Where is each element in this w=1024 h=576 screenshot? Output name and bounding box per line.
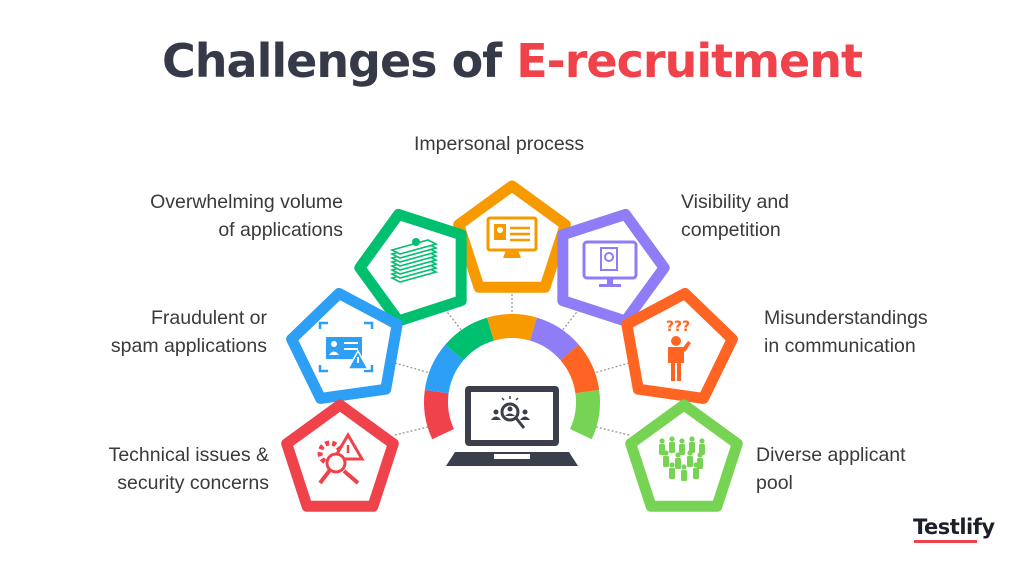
pentagon-frame bbox=[625, 399, 743, 512]
monitor-profile-icon bbox=[486, 216, 538, 258]
crowd-icon bbox=[659, 436, 705, 481]
challenge-pentagon bbox=[453, 180, 571, 293]
ring-segment bbox=[424, 344, 464, 394]
paper-stack-icon bbox=[389, 238, 439, 283]
id-card-warning-icon bbox=[318, 321, 374, 373]
svg-text:???: ??? bbox=[666, 319, 690, 335]
pentagon-frame bbox=[453, 180, 571, 293]
laptop-search-people-icon bbox=[446, 386, 578, 466]
title-accent: E-recruitment bbox=[516, 34, 863, 88]
page-title: Challenges of E-recruitment bbox=[0, 34, 1024, 88]
gear-wrench-warning-icon bbox=[317, 432, 365, 485]
monitor-resume-icon bbox=[582, 240, 638, 287]
ring-segment bbox=[530, 317, 579, 361]
center-ring bbox=[424, 314, 600, 440]
label-technical-issues: Technical issues &security concerns bbox=[108, 444, 269, 494]
confused-person-icon: ??? bbox=[666, 319, 691, 381]
testlify-logo: Testlify bbox=[913, 515, 995, 539]
ring-segment bbox=[570, 389, 600, 440]
challenge-pentagon bbox=[625, 399, 743, 512]
title-prefix: Challenges of bbox=[162, 34, 517, 88]
connector-lines bbox=[394, 290, 630, 436]
ring-segment bbox=[560, 344, 600, 394]
challenge-pentagon bbox=[557, 208, 670, 327]
challenge-pentagon bbox=[281, 399, 399, 512]
challenge-pentagon bbox=[354, 208, 467, 327]
challenge-pentagon bbox=[286, 287, 403, 404]
logo-underline bbox=[914, 540, 977, 543]
pentagon-frame bbox=[621, 287, 738, 404]
challenge-pentagon: ??? bbox=[621, 287, 738, 404]
ring-segment bbox=[445, 317, 494, 361]
ring-segment bbox=[487, 314, 537, 341]
label-impersonal-process: Impersonal process bbox=[414, 133, 585, 155]
ring-segment bbox=[424, 389, 454, 440]
